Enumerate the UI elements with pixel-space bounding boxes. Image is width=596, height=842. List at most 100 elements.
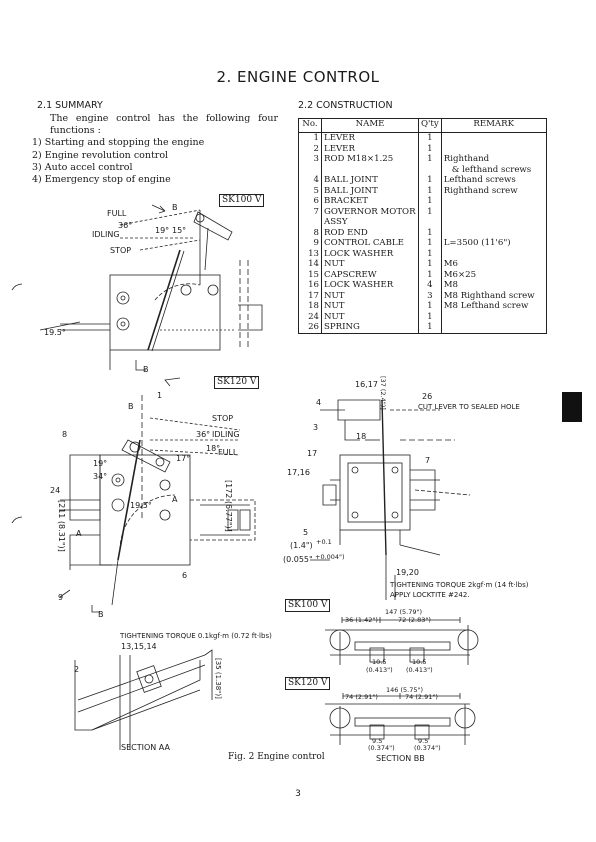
cell-name-text: CONTROL CABLE (324, 238, 404, 248)
part-number-9: 9 (58, 593, 64, 602)
cell-remark: M8 Lefthand screw (440, 301, 547, 312)
cell-name-text: BALL JOINT (324, 185, 378, 196)
bb2-b-dim: 9.5 (418, 737, 429, 745)
sk100-label: SK100 V (219, 194, 265, 207)
function-list: 1) Starting and stopping the engine 2) E… (32, 137, 278, 186)
part-number-3: 3 (313, 423, 319, 432)
part-number-8: 8 (62, 430, 68, 439)
cell-remark: Righthand screw (440, 185, 547, 196)
cell-no-text: 14 (308, 259, 319, 269)
part-numbers-19-20: 19,20 (396, 568, 419, 577)
table-row: 26 SPRING 1 (298, 322, 547, 334)
cell-name: ROD END (321, 227, 419, 238)
cell-name-text: BALL JOINT (324, 175, 378, 185)
bb1-total-dim: 147 (5.79") (385, 608, 423, 616)
cell-qty-text: 3 (427, 290, 433, 301)
stop-label-2: STOP (212, 414, 234, 423)
section-a-label: A (172, 495, 178, 504)
idling-label: IDLING (92, 230, 120, 239)
cell-remark-text: M6 (443, 259, 458, 269)
view-b-label-4: B (98, 610, 104, 619)
summary-intro-line1: The engine control has the following fou… (50, 113, 278, 124)
page-title: 2. ENGINE CONTROL (216, 68, 380, 86)
bb2-b2-dim: (0.374") (414, 744, 441, 752)
cell-qty-text: 1 (427, 322, 433, 332)
cell-qty-text: 1 (427, 154, 433, 164)
angle-18-label: 18° (206, 444, 221, 453)
angle-19-label-2: 19° (93, 459, 108, 468)
sk100-bb-label: SK100 V (285, 599, 331, 612)
margin-hole-mark (11, 283, 23, 291)
part-numbers-16-17: 16,17 (355, 380, 378, 389)
cut-lever-note: CUT LEVER TO SEALED HOLE (418, 403, 520, 411)
cell-remark: Lefthand screws (440, 175, 547, 186)
part-number-18: 18 (356, 432, 367, 441)
cell-qty-text: 1 (427, 269, 433, 280)
summary-body: The engine control has the following fou… (32, 113, 278, 186)
margin-hole-mark (11, 516, 23, 524)
part-number-4: 4 (316, 398, 322, 407)
cell-name: BALL JOINT (321, 175, 419, 186)
part-number-7: 7 (425, 456, 431, 465)
cell-name: CAPSCREW (321, 269, 419, 280)
dim-1-4-tolerance: +0.1 (316, 538, 332, 546)
part-number-6: 6 (182, 571, 188, 580)
cell-name-text: LOCK WASHER (324, 248, 394, 259)
section-tab-marker (562, 392, 582, 422)
cell-remark: L=3500 (11'6") (440, 238, 547, 249)
section-aa-title: SECTION AA (121, 743, 170, 752)
cell-remark: Righthand& lefthand screws (440, 154, 547, 175)
function-item: 4) Emergency stop of engine (32, 174, 171, 186)
construction-heading: 2.2 CONSTRUCTION (298, 100, 393, 111)
col-remark: REMARK (440, 118, 547, 133)
cell-name: LEVER (321, 143, 419, 154)
sk120-label: SK120 V (214, 376, 260, 389)
cell-name-text: CAPSCREW (324, 269, 377, 280)
bb1-b2-dim: (0.413") (406, 666, 433, 674)
dim-211-label: [211 (8.31")] (57, 500, 66, 552)
governor-motor-drawing (310, 399, 471, 600)
cell-qty-text: 1 (427, 133, 433, 143)
cell-name-text: ASSY (324, 217, 348, 227)
cell-remark (440, 196, 547, 207)
col-qty: Q'ty (418, 118, 442, 133)
cell-remark (440, 311, 547, 322)
cell-name-text: ROD M18×1.25 (324, 154, 394, 164)
part-number-1: 1 (157, 391, 163, 400)
cell-remark-text: & lefthand screws (451, 164, 532, 175)
cell-qty-text: 1 (427, 206, 433, 217)
cell-name: CONTROL CABLE (321, 238, 419, 249)
part-number-2: 2 (74, 665, 80, 674)
bb1-left-dim: 36 (1.42") (345, 616, 378, 624)
dim-172-label: [172 (6.77")] (224, 480, 233, 532)
cell-name: NUT (321, 259, 419, 270)
dim-0055-label: (0.055" (283, 555, 313, 564)
page-number: 3 (295, 789, 301, 799)
cell-name-text: SPRING (324, 322, 360, 332)
cell-no-text: 17 (308, 290, 319, 301)
angle-34-label: 34° (93, 472, 108, 481)
dim-37-label: [37 (2.4")] (379, 376, 387, 410)
cell-remark-text: M8 (443, 280, 458, 290)
sk100-linkage-drawing (39, 204, 263, 371)
cell-no-text: 18 (308, 301, 319, 311)
locktite-note: APPLY LOCKTITE #242. (390, 591, 470, 599)
cell-no-text: 7 (313, 206, 319, 217)
function-item: 3) Auto accel control (32, 161, 133, 173)
cell-remark (440, 227, 547, 238)
full-label-2: FULL (218, 448, 238, 457)
cell-no-text: 26 (308, 322, 319, 332)
cell-remark (440, 248, 547, 259)
part-number-17: 17 (307, 449, 318, 458)
cell-no-text: 13 (308, 248, 319, 259)
cell-qty-text: 1 (427, 175, 433, 185)
